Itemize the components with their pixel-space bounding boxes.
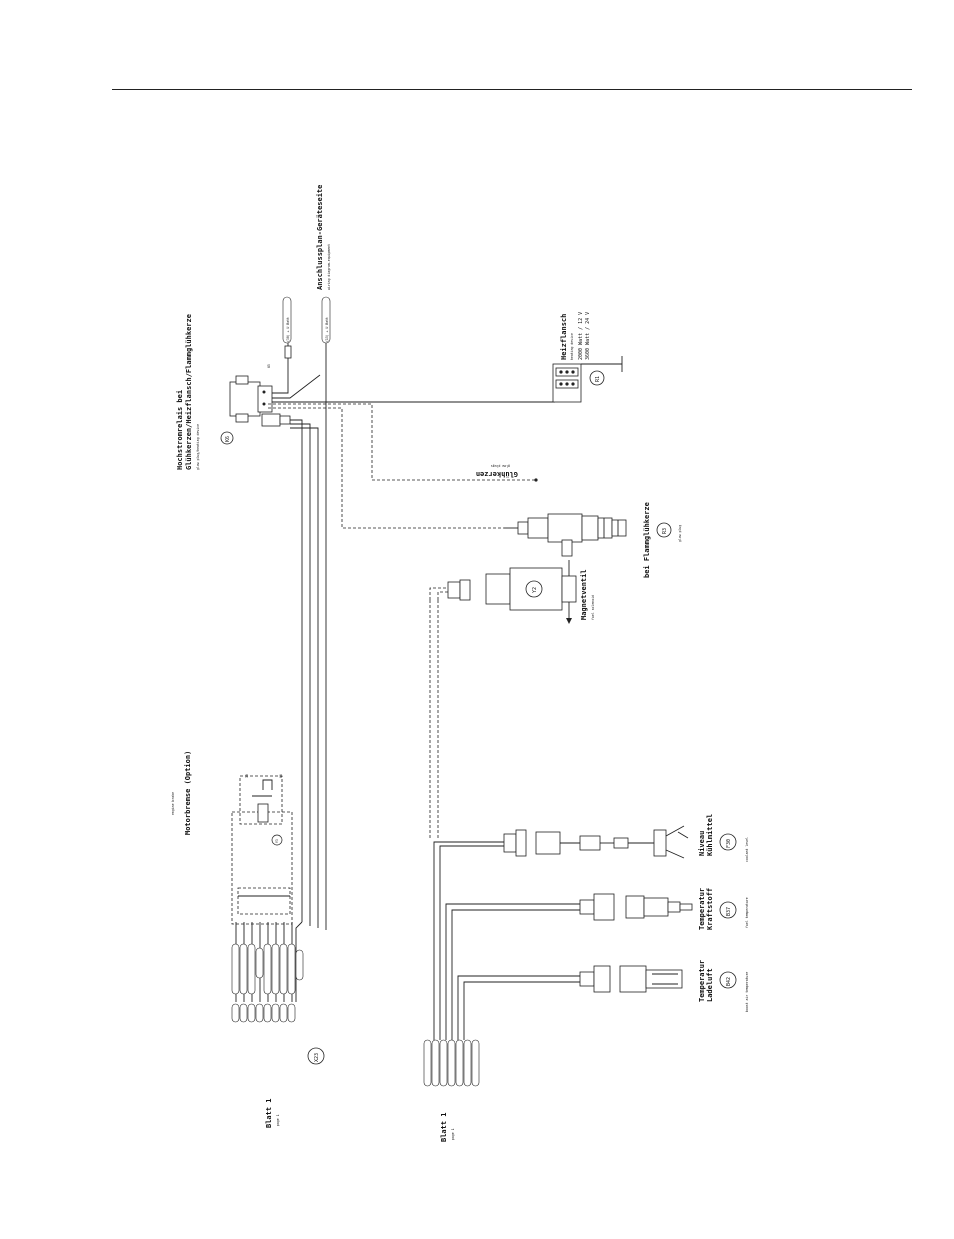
flame-plug-id-circle: R3 xyxy=(656,522,672,538)
relay-to-x23-wire-3 xyxy=(290,427,319,928)
svg-text:Magnetventil: Magnetventil xyxy=(580,569,588,620)
heater-id-circle: R1 xyxy=(589,370,605,386)
heater-flange-r1 xyxy=(552,356,623,403)
flame-plug-wire xyxy=(268,407,504,529)
glow-plugs-wire xyxy=(268,403,535,481)
svg-text:Blatt 1: Blatt 1 xyxy=(265,1098,273,1128)
svg-text:Heizflansch: Heizflansch xyxy=(560,314,568,360)
relay-supply-wire xyxy=(272,382,289,394)
relay-pin-85-label: 85 xyxy=(267,364,271,368)
fuel-solenoid-y2 xyxy=(429,560,577,624)
coolant-label: Niveau Kühlmittel xyxy=(698,814,714,856)
svg-text:Y2: Y2 xyxy=(532,587,538,593)
svg-text:F30: F30 xyxy=(726,839,732,848)
relay-to-x23-wire-2 xyxy=(290,423,311,926)
boost-temp-id-circle: B42 xyxy=(719,971,737,989)
page-ref-left: Blatt 1 page 1 xyxy=(265,1098,280,1128)
flame-plug-subtitle: glow plug xyxy=(678,525,682,542)
supply-30-pill: (30) + U Batt xyxy=(282,296,292,344)
x23-id-circle: X23 xyxy=(307,1047,325,1065)
coolant-level-sensor-f30 xyxy=(503,825,689,859)
sensor-connector-pills xyxy=(423,1039,480,1087)
svg-text:Glühkerzen: Glühkerzen xyxy=(476,470,518,478)
svg-text:Hochstromrelais bei: Hochstromrelais bei xyxy=(176,390,184,470)
svg-text:3600 Watt / 24 V: 3600 Watt / 24 V xyxy=(585,312,591,360)
valve-id-circle: Y2 xyxy=(525,580,543,598)
svg-text:bei Flammglühkerze: bei Flammglühkerze xyxy=(643,502,651,578)
flame-glow-plug-r3 xyxy=(504,513,627,557)
fuel-temp-id-circle: B37 xyxy=(719,901,737,919)
svg-text:page 1: page 1 xyxy=(451,1128,455,1140)
svg-text:X23: X23 xyxy=(314,1053,320,1062)
svg-text:Temperatur: Temperatur xyxy=(698,960,706,1002)
coolant-subtitle: coolant level xyxy=(745,837,749,862)
fuse-symbol xyxy=(284,345,292,359)
relay-to-x23-wire-1 xyxy=(290,419,303,922)
svg-text:Glühkerzen/Heizflansch/Flammgl: Glühkerzen/Heizflansch/Flammglühkerze xyxy=(185,314,193,470)
svg-text:Niveau: Niveau xyxy=(698,831,706,856)
svg-text:Y3: Y3 xyxy=(275,839,279,843)
svg-text:Motorbremse (Option): Motorbremse (Option) xyxy=(184,751,192,835)
svg-text:Blatt 1: Blatt 1 xyxy=(440,1112,448,1142)
svg-text:Kühlmittel: Kühlmittel xyxy=(706,814,714,856)
supply-15-pill: (15) + U Batt xyxy=(321,296,331,344)
svg-text:R3: R3 xyxy=(662,528,668,534)
svg-text:(30) + U Batt: (30) + U Batt xyxy=(286,317,290,342)
relay-control-wire xyxy=(272,374,321,399)
svg-text:page 1: page 1 xyxy=(276,1114,280,1126)
svg-text:glow plug/heating device: glow plug/heating device xyxy=(196,424,200,470)
boost-temp-label: Temperatur Ladeluft xyxy=(698,960,714,1002)
brake-subtitle: engine brake xyxy=(171,792,175,815)
svg-text:B42: B42 xyxy=(726,977,732,986)
svg-text:(15) + U Batt: (15) + U Batt xyxy=(325,317,329,342)
engine-brake-y3 xyxy=(231,775,293,925)
svg-text:glow plugs: glow plugs xyxy=(491,464,510,468)
coolant-id-circle: F30 xyxy=(719,833,737,851)
boost-temp-subtitle: boost air temperature xyxy=(745,972,749,1012)
boost-temp-sensor-b42 xyxy=(579,965,683,993)
svg-text:fuel solenoid: fuel solenoid xyxy=(591,595,595,620)
svg-text:Temperatur: Temperatur xyxy=(698,888,706,930)
relay-id-circle: K6 xyxy=(220,431,234,445)
svg-text:K6: K6 xyxy=(225,436,231,442)
fuel-temp-subtitle: fuel temperature xyxy=(745,897,749,928)
diagram-subtitle: wiring diagram-equipment xyxy=(327,244,331,290)
x23-connector-pills xyxy=(231,943,304,1023)
page-ref-right: Blatt 1 page 1 xyxy=(440,1112,455,1142)
svg-text:Ladeluft: Ladeluft xyxy=(706,968,714,1002)
svg-text:2000 Watt / 12 V: 2000 Watt / 12 V xyxy=(578,312,584,360)
diagram-title: Anschlussplan-Geräteseite xyxy=(316,185,324,290)
glow-plugs-label: Glühkerzen glow plugs xyxy=(476,464,518,478)
svg-text:Kraftstoff: Kraftstoff xyxy=(706,888,714,930)
svg-text:R1: R1 xyxy=(595,376,601,382)
fuel-temp-label: Temperatur Kraftstoff xyxy=(698,888,714,930)
brake-label: Motorbremse (Option) xyxy=(184,751,192,835)
sensor-harness-wires xyxy=(433,841,580,1040)
header-rule xyxy=(112,89,912,90)
valve-label: Magnetventil fuel solenoid xyxy=(580,569,595,620)
brake-pin-86-label: 86 xyxy=(279,774,283,778)
relay-k6 xyxy=(229,375,291,427)
brake-pin-30-label: 30 xyxy=(245,774,249,778)
heater-label: Heizflansch heating device 2000 Watt / 1… xyxy=(560,312,591,360)
brake-id-circle: Y3 xyxy=(271,834,283,846)
fuel-temp-sensor-b37 xyxy=(579,893,693,921)
flame-plug-label: bei Flammglühkerze xyxy=(643,502,651,578)
svg-text:B37: B37 xyxy=(726,907,732,916)
relay-label: Hochstromrelais bei Glühkerzen/Heizflans… xyxy=(176,314,200,470)
svg-text:heating device: heating device xyxy=(570,333,574,360)
